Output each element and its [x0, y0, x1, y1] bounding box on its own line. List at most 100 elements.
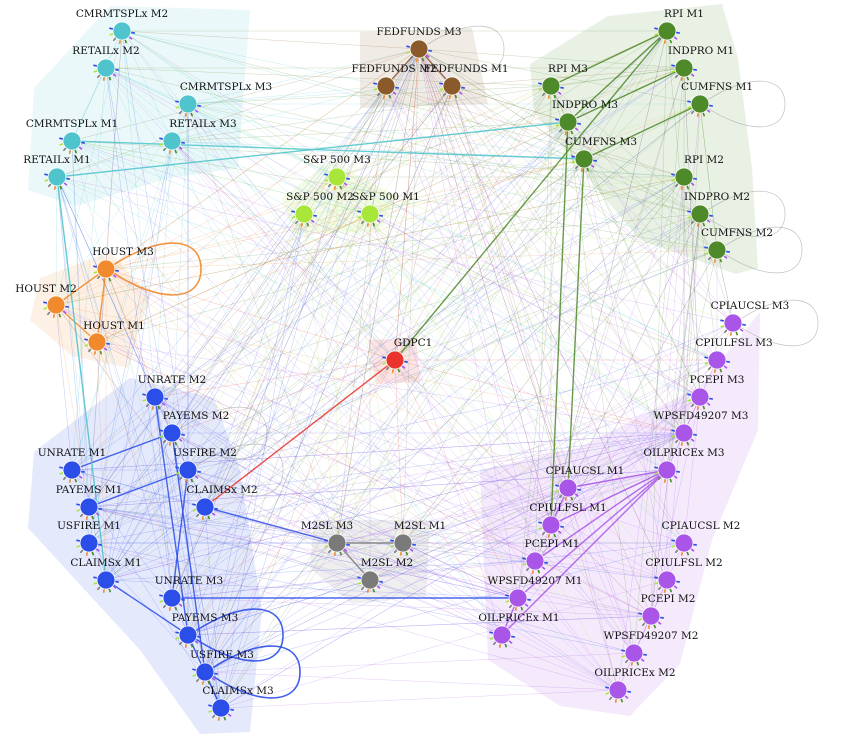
- node-payems-m1[interactable]: PAYEMS M1: [56, 484, 123, 520]
- node-fedfunds-m1[interactable]: FEDFUNDS M1: [423, 63, 509, 99]
- node-houst-m3[interactable]: HOUST M3: [92, 246, 154, 282]
- edge-tick: [87, 348, 92, 353]
- node-oilpricex-m1[interactable]: OILPRICEx M1: [478, 612, 560, 648]
- node-label: USFIRE M3: [190, 649, 254, 661]
- node-usfire-m2[interactable]: USFIRE M2: [173, 447, 237, 483]
- edge-tick: [109, 33, 114, 36]
- node-cmrmtsplx-m2[interactable]: CMRMTSPLx M2: [76, 8, 168, 44]
- edge-tick: [391, 368, 395, 373]
- node-houst-m2[interactable]: HOUST M2: [15, 283, 77, 318]
- node-cpiaucsl-m2[interactable]: CPIAUCSL M2: [662, 520, 741, 556]
- node-circle: [178, 625, 198, 645]
- node-cpiulfsl-m3[interactable]: CPIULFSL M3: [695, 337, 773, 373]
- node-m2sl-m3[interactable]: M2SL M3: [301, 520, 353, 556]
- edge: [105, 67, 189, 105]
- node-pcepi-m1[interactable]: PCEPI M1: [522, 538, 579, 574]
- node-cpiaucsl-m1[interactable]: CPIAUCSL M1: [546, 465, 625, 501]
- strong-edge: [56, 176, 107, 581]
- edge-tick: [571, 155, 576, 158]
- node-usfire-m1[interactable]: USFIRE M1: [57, 520, 121, 556]
- node-rpi-m1[interactable]: RPI M1: [654, 8, 704, 44]
- node-cumfns-m3[interactable]: CUMFNS M3: [565, 136, 637, 172]
- edge: [418, 48, 569, 489]
- node-claimsx-m1[interactable]: CLAIMSx M1: [70, 557, 142, 593]
- node-pcepi-m2[interactable]: PCEPI M2: [638, 593, 695, 629]
- edge-tick: [85, 551, 89, 556]
- edge-tick: [78, 475, 83, 479]
- node-unrate-m3[interactable]: UNRATE M3: [155, 575, 223, 611]
- edge-tick: [43, 307, 48, 310]
- edge-tick: [538, 521, 543, 524]
- strong-edge: [550, 469, 668, 526]
- node-retailx-m1[interactable]: RETAILx M1: [23, 154, 91, 190]
- edge-tick: [196, 470, 201, 473]
- edge: [303, 213, 371, 581]
- node-cumfns-m2[interactable]: CUMFNS M2: [701, 227, 773, 263]
- edge-tick: [680, 76, 684, 81]
- node-fedfunds-m3[interactable]: FEDFUNDS M3: [376, 26, 462, 62]
- node-usfire-m3[interactable]: USFIRE M3: [190, 649, 254, 685]
- edge-tick: [194, 109, 199, 113]
- edge-tick: [574, 127, 579, 131]
- edge-tick: [570, 496, 574, 501]
- node-retailx-m3[interactable]: RETAILx M3: [159, 118, 237, 154]
- edge-tick: [192, 674, 197, 677]
- node-sandp-500-m2[interactable]: S&P 500 M2: [286, 191, 354, 227]
- node-indpro-m2[interactable]: INDPRO M2: [684, 191, 750, 227]
- node-cpiulfsl-m2[interactable]: CPIULFSL M2: [645, 557, 723, 593]
- node-fedfunds-m2[interactable]: FEDFUNDS M2: [351, 63, 437, 99]
- edge-tick: [112, 37, 117, 42]
- edge: [154, 85, 387, 398]
- node-cpiaucsl-m3[interactable]: CPIAUCSL M3: [711, 300, 790, 336]
- edge: [171, 432, 685, 599]
- edge-tick: [357, 582, 362, 585]
- edge: [336, 542, 652, 617]
- node-sandp-500-m3[interactable]: S&P 500 M3: [303, 154, 371, 190]
- edge-tick: [559, 525, 564, 528]
- node-indpro-m3[interactable]: INDPRO M3: [552, 99, 618, 135]
- edge-tick: [43, 301, 48, 304]
- edge: [121, 30, 189, 471]
- node-pcepi-m3[interactable]: PCEPI M3: [687, 374, 744, 410]
- node-payems-m3[interactable]: PAYEMS M3: [172, 612, 239, 648]
- node-houst-m1[interactable]: HOUST M1: [83, 320, 145, 355]
- node-claimsx-m2[interactable]: CLAIMSx M2: [186, 484, 258, 520]
- node-cmrmtsplx-m1[interactable]: CMRMTSPLx M1: [26, 118, 118, 154]
- node-indpro-m1[interactable]: INDPRO M1: [668, 45, 734, 81]
- node-gdpc1[interactable]: GDPC1: [382, 337, 432, 373]
- edge: [187, 103, 338, 544]
- strong-edge: [567, 469, 668, 489]
- edge-tick: [62, 476, 67, 481]
- node-cumfns-m1[interactable]: CUMFNS M1: [681, 81, 753, 117]
- edge: [171, 359, 396, 434]
- node-payems-m2[interactable]: PAYEMS M2: [159, 410, 229, 446]
- edge-tick: [112, 73, 117, 77]
- node-rpi-m3[interactable]: RPI M3: [538, 63, 588, 99]
- node-wpsfd49207-m2[interactable]: WPSFD49207 M2: [604, 630, 699, 666]
- node-cpiulfsl-m1[interactable]: CPIULFSL M1: [529, 502, 607, 538]
- node-claimsx-m3[interactable]: CLAIMSx M3: [202, 685, 274, 721]
- node-sandp-500-m1[interactable]: S&P 500 M1: [352, 191, 420, 227]
- node-label: PCEPI M1: [525, 538, 580, 550]
- node-wpsfd49207-m3[interactable]: WPSFD49207 M3: [654, 410, 749, 446]
- node-wpsfd49207-m1[interactable]: WPSFD49207 M1: [488, 575, 583, 611]
- edge: [105, 268, 396, 361]
- node-cmrmtsplx-m3[interactable]: CMRMTSPLx M3: [175, 81, 272, 117]
- node-label: WPSFD49207 M1: [488, 575, 583, 587]
- edge: [121, 30, 338, 178]
- edge: [154, 396, 173, 599]
- node-m2sl-m1[interactable]: M2SL M1: [390, 520, 446, 556]
- edge: [171, 140, 552, 526]
- node-unrate-m1[interactable]: UNRATE M1: [38, 447, 106, 483]
- node-rpi-m2[interactable]: RPI M2: [671, 154, 724, 190]
- edge-tick: [385, 366, 390, 371]
- node-retailx-m2[interactable]: RETAILx M2: [72, 45, 140, 81]
- edge: [666, 213, 701, 471]
- edge: [583, 158, 701, 398]
- edge: [71, 140, 222, 709]
- node-oilpricex-m2[interactable]: OILPRICEx M2: [594, 667, 676, 703]
- node-oilpricex-m3[interactable]: OILPRICEx M3: [643, 447, 725, 483]
- node-label: M2SL M1: [394, 520, 446, 532]
- node-m2sl-m2[interactable]: M2SL M2: [357, 557, 413, 593]
- node-unrate-m2[interactable]: UNRATE M2: [138, 374, 206, 410]
